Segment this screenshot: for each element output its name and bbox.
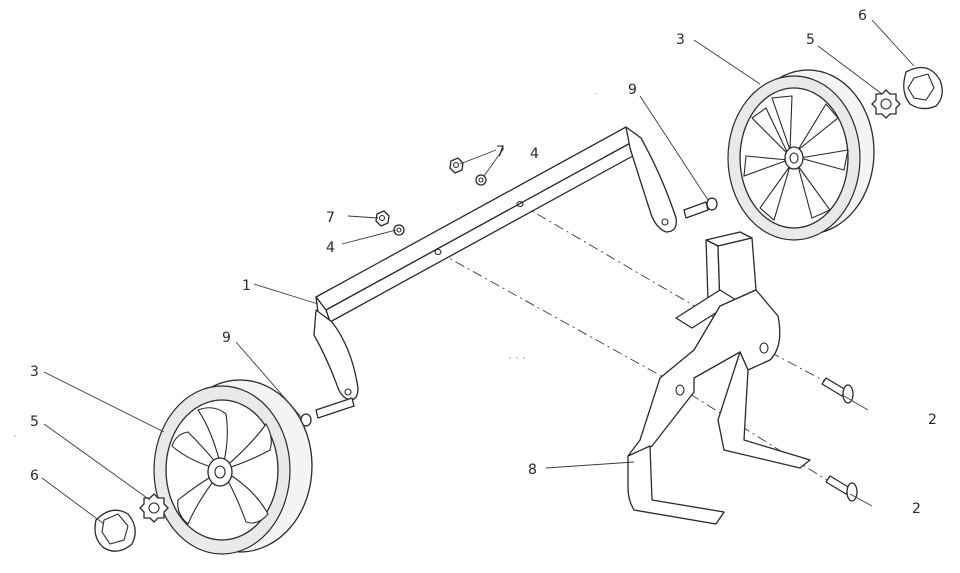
wheel-right [727,69,875,241]
callout-cap-right: 6 [858,8,867,24]
alignment-line-screw-lower [689,393,831,483]
cap-right [903,66,943,110]
alignment-line-screw-upper [769,351,831,385]
spacer-right [683,197,718,219]
alignment-line-lower [437,251,691,393]
nut-mid [375,210,390,227]
axle-bar [313,126,677,401]
callout-wheel-right: 3 [676,32,685,48]
cap-left [94,509,136,552]
spacer-left [300,397,355,427]
callout-screw-lower: 2 [912,501,921,517]
wheel-left [153,379,313,555]
callout-star-washer-left: 5 [30,414,39,430]
screw-upper [821,377,854,404]
callout-cap-left: 6 [30,468,39,484]
screw-lower [825,475,858,502]
callout-nut-top: 7 [496,144,505,160]
washer-top [475,174,487,186]
star-washer-right [871,89,901,119]
mounting-bracket [627,231,811,525]
callout-star-washer-right: 5 [806,32,815,48]
callout-nut-mid: 7 [326,210,335,226]
callout-bracket: 8 [528,462,537,478]
callout-spacer-left: 9 [222,330,231,346]
callout-spacer-right: 9 [628,82,637,98]
callout-wheel-left: 3 [30,364,39,380]
callout-axle-bar: 1 [242,278,251,294]
star-washer-left [139,493,169,523]
nut-top [449,157,464,174]
callout-washer-top: 4 [530,146,539,162]
callout-washer-mid: 4 [326,240,335,256]
washer-mid [393,224,405,236]
callout-screw-upper: 2 [928,412,937,428]
